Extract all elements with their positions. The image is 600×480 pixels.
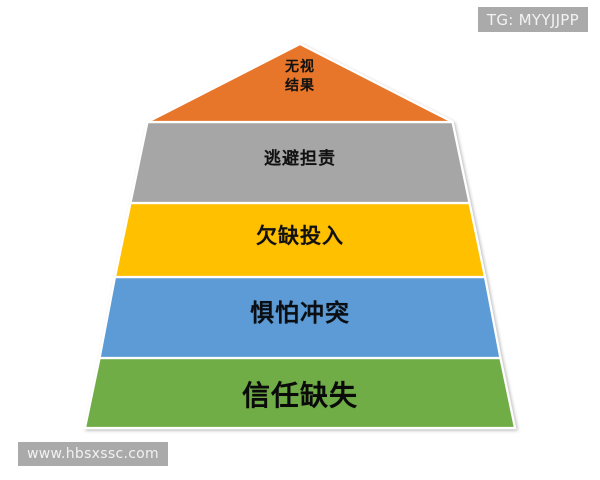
pyramid-tier-3-label: 欠缺投入	[256, 224, 344, 248]
watermark-telegram-handle: TG: MYYJJPP	[477, 7, 588, 32]
pyramid-tier-2-label: 逃避担责	[264, 149, 336, 169]
pyramid-tier-5-label: 信任缺失	[241, 379, 358, 412]
pyramid-tier-1-results[interactable]	[146, 42, 454, 124]
pyramid-tier-4-label: 惧怕冲突	[250, 299, 350, 327]
pyramid-tier-1-label-line-1: 无视	[285, 59, 315, 75]
watermark-website-url: www.hbsxssc.com	[18, 442, 168, 466]
pyramid-tier-1-label: 无视 结果	[0, 58, 600, 96]
pyramid-tier-1-label-line-2: 结果	[285, 77, 315, 94]
